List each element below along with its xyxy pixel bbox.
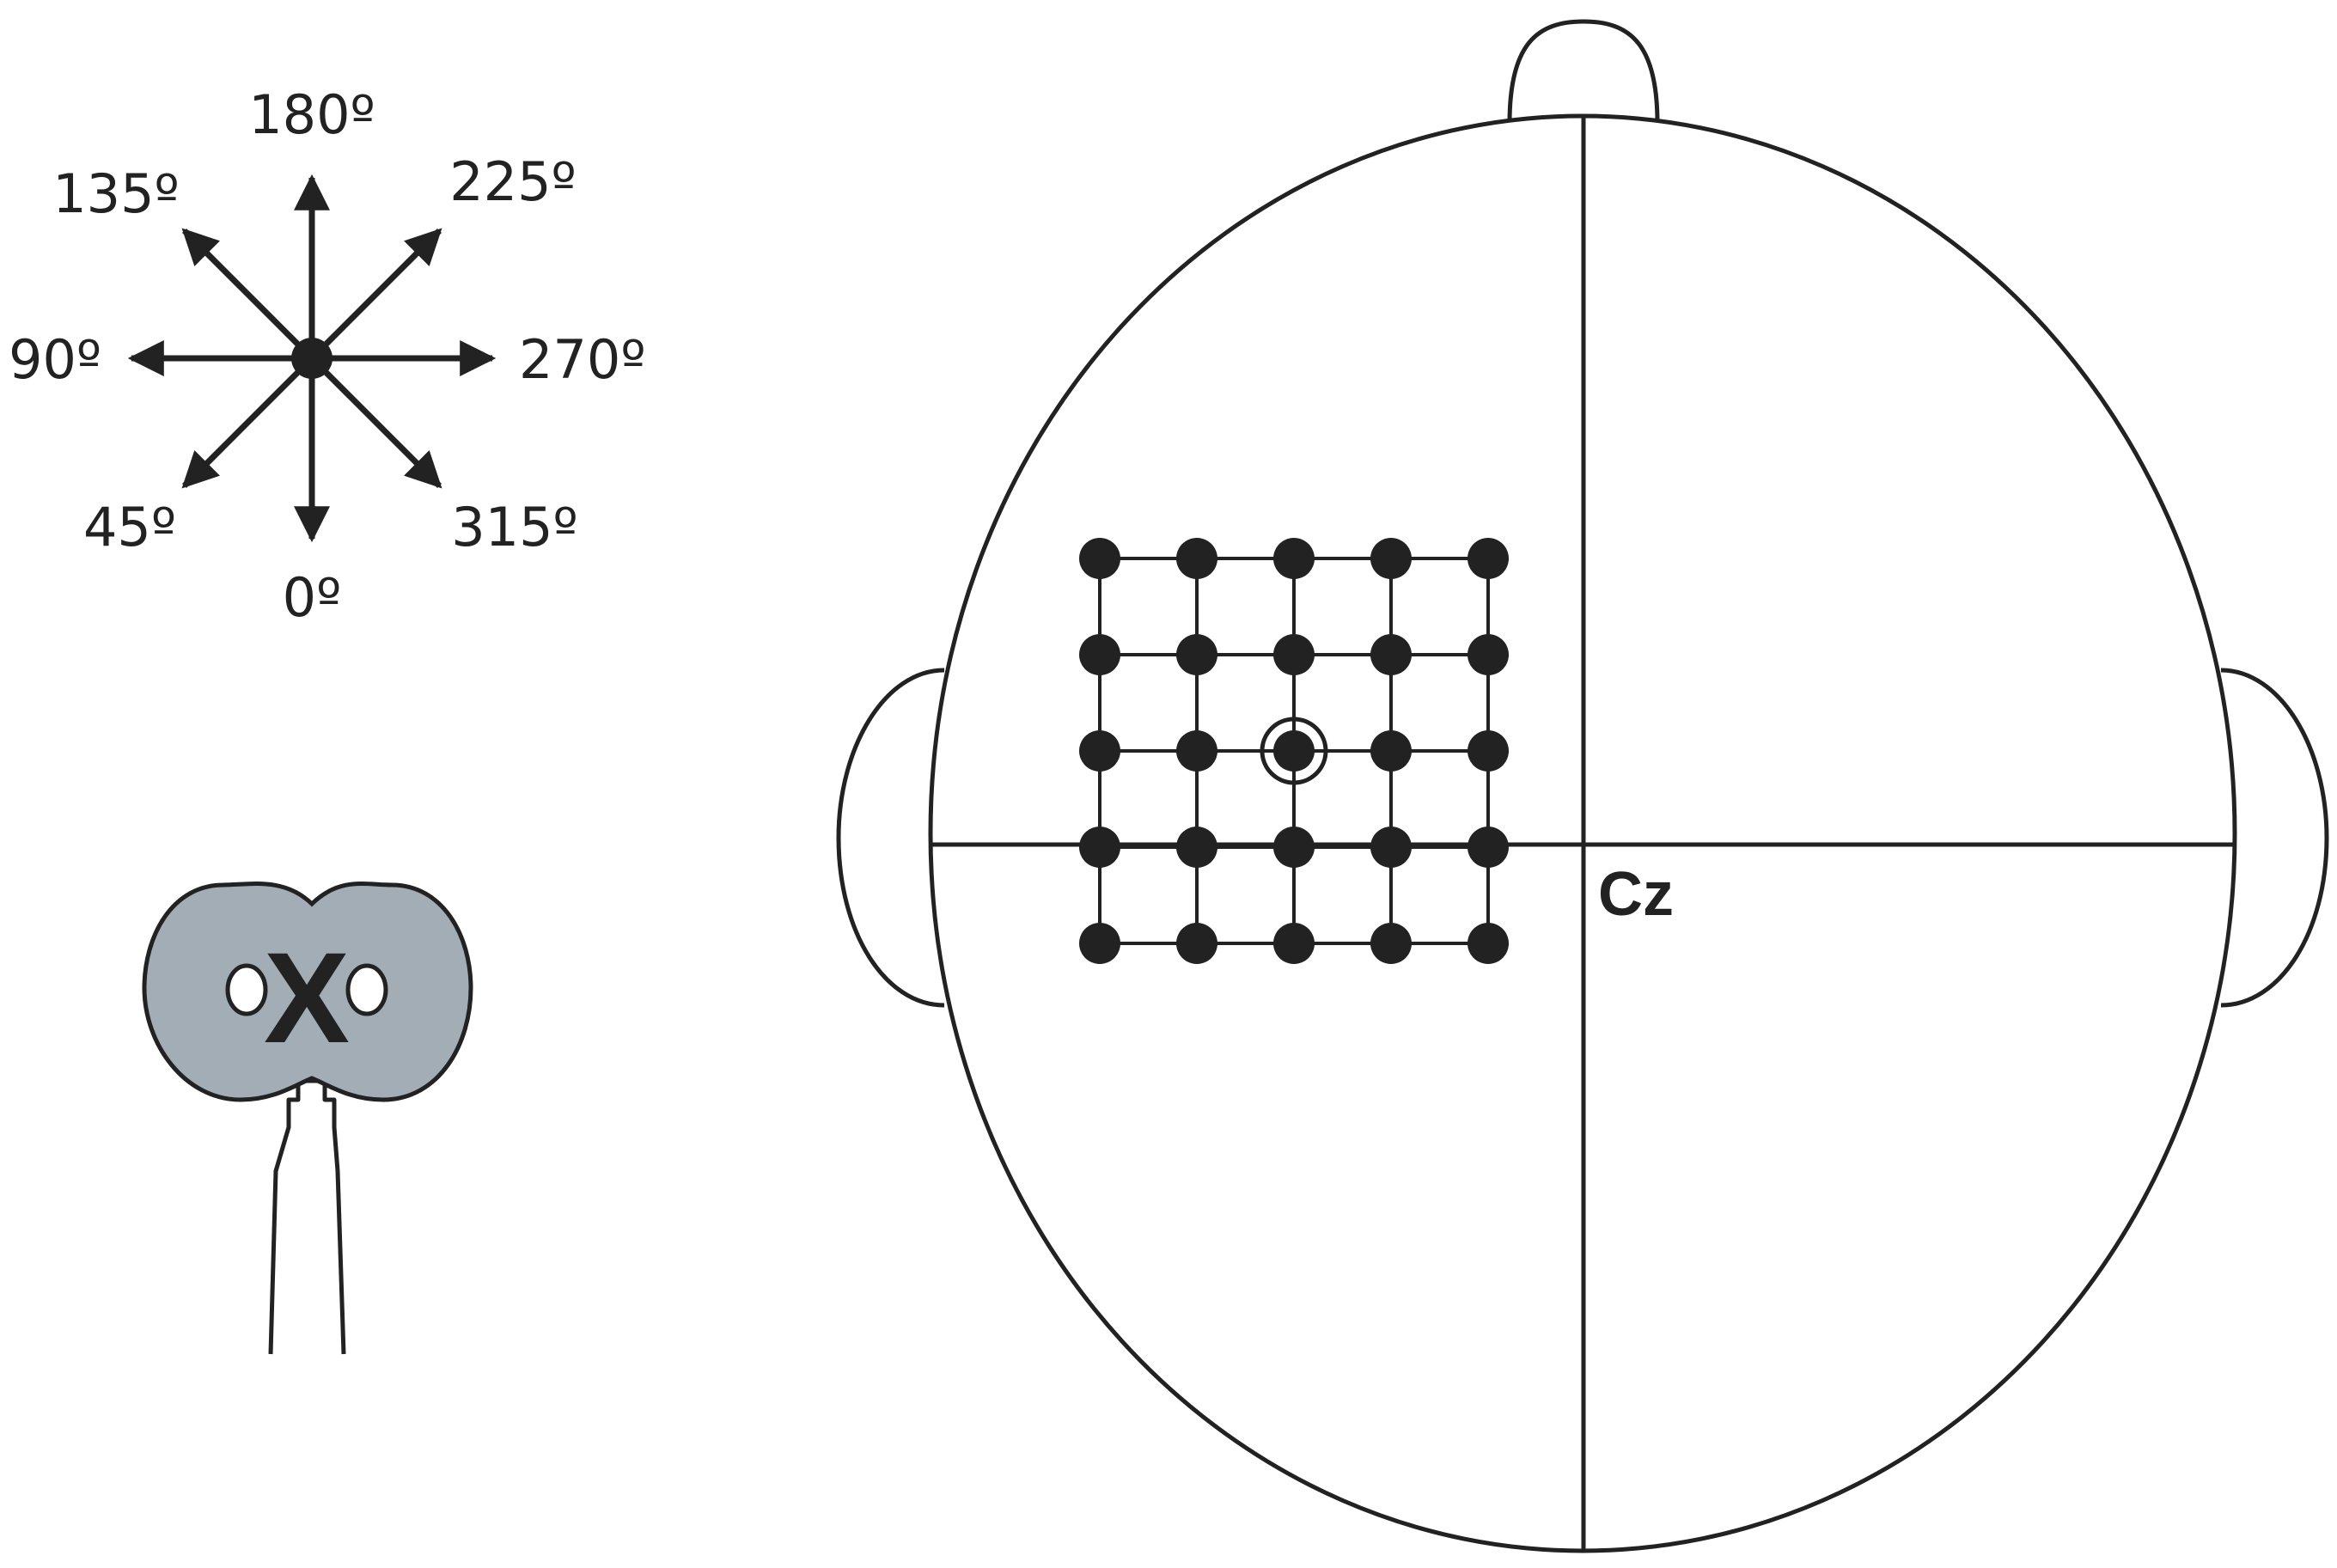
grid-point-r1-c2 bbox=[1273, 634, 1315, 675]
angle-label-270: 270º bbox=[519, 328, 646, 391]
grid-point-r1-c4 bbox=[1467, 634, 1509, 675]
grid-point-r4-c0 bbox=[1079, 923, 1120, 964]
grid-point-r3-c1 bbox=[1176, 827, 1217, 868]
grid-point-r1-c1 bbox=[1176, 634, 1217, 675]
cz-label: Cz bbox=[1598, 860, 1674, 929]
right-ear bbox=[2220, 668, 2329, 1008]
grid-point-r3-c2 bbox=[1273, 827, 1315, 868]
compass-arrow-315 bbox=[181, 356, 314, 489]
stimulation-grid bbox=[1079, 538, 1509, 964]
grid-point-r4-c4 bbox=[1467, 923, 1509, 964]
left-ear bbox=[836, 668, 945, 1008]
grid-point-r0-c0 bbox=[1079, 538, 1120, 579]
angle-label-45: 45º bbox=[83, 496, 176, 558]
angle-label-135: 135º bbox=[52, 162, 180, 225]
coil-right-hole bbox=[345, 963, 388, 1016]
compass-arrows bbox=[127, 174, 497, 543]
grid-point-r4-c3 bbox=[1370, 923, 1412, 964]
angle-label-180: 180º bbox=[248, 83, 375, 146]
coil-center-mark: X bbox=[264, 925, 350, 1070]
angle-label-315: 315º bbox=[451, 496, 578, 558]
grid-point-r2-c0 bbox=[1079, 730, 1120, 772]
grid-point-r1-c0 bbox=[1079, 634, 1120, 675]
orientation-compass: 180º 135º 225º 90º 270º 45º 315º 0º bbox=[9, 83, 646, 629]
grid-point-r2-c3 bbox=[1370, 730, 1412, 772]
grid-point-r2-c1 bbox=[1176, 730, 1217, 772]
angle-label-0: 0º bbox=[283, 566, 342, 629]
grid-point-r3-c4 bbox=[1467, 827, 1509, 868]
grid-point-r4-c1 bbox=[1176, 923, 1217, 964]
nose bbox=[1507, 19, 1660, 124]
coil-left-hole bbox=[225, 963, 268, 1016]
figure-eight-coil: X bbox=[142, 882, 473, 1355]
coil-handle bbox=[268, 1078, 346, 1355]
angle-label-90: 90º bbox=[9, 328, 101, 391]
grid-point-r2-c4 bbox=[1467, 730, 1509, 772]
grid-point-r1-c3 bbox=[1370, 634, 1412, 675]
head-outline: Cz bbox=[836, 19, 2329, 1553]
compass-center-dot bbox=[291, 338, 333, 379]
grid-highlight-ring bbox=[1260, 717, 1328, 785]
grid-point-r3-c0 bbox=[1079, 827, 1120, 868]
compass-arrow-135 bbox=[309, 228, 442, 361]
grid-point-r4-c2 bbox=[1273, 923, 1315, 964]
grid-point-r0-c4 bbox=[1467, 538, 1509, 579]
grid-point-r0-c1 bbox=[1176, 538, 1217, 579]
grid-point-r0-c3 bbox=[1370, 538, 1412, 579]
angle-label-225: 225º bbox=[449, 150, 577, 213]
coil-body bbox=[142, 882, 473, 1102]
grid-point-r3-c3 bbox=[1370, 827, 1412, 868]
grid-point-r2-c2 bbox=[1273, 730, 1315, 772]
compass-arrow-45 bbox=[309, 356, 442, 489]
grid-points bbox=[1079, 538, 1509, 964]
grid-point-r0-c2 bbox=[1273, 538, 1315, 579]
compass-arrow-225 bbox=[181, 228, 314, 361]
